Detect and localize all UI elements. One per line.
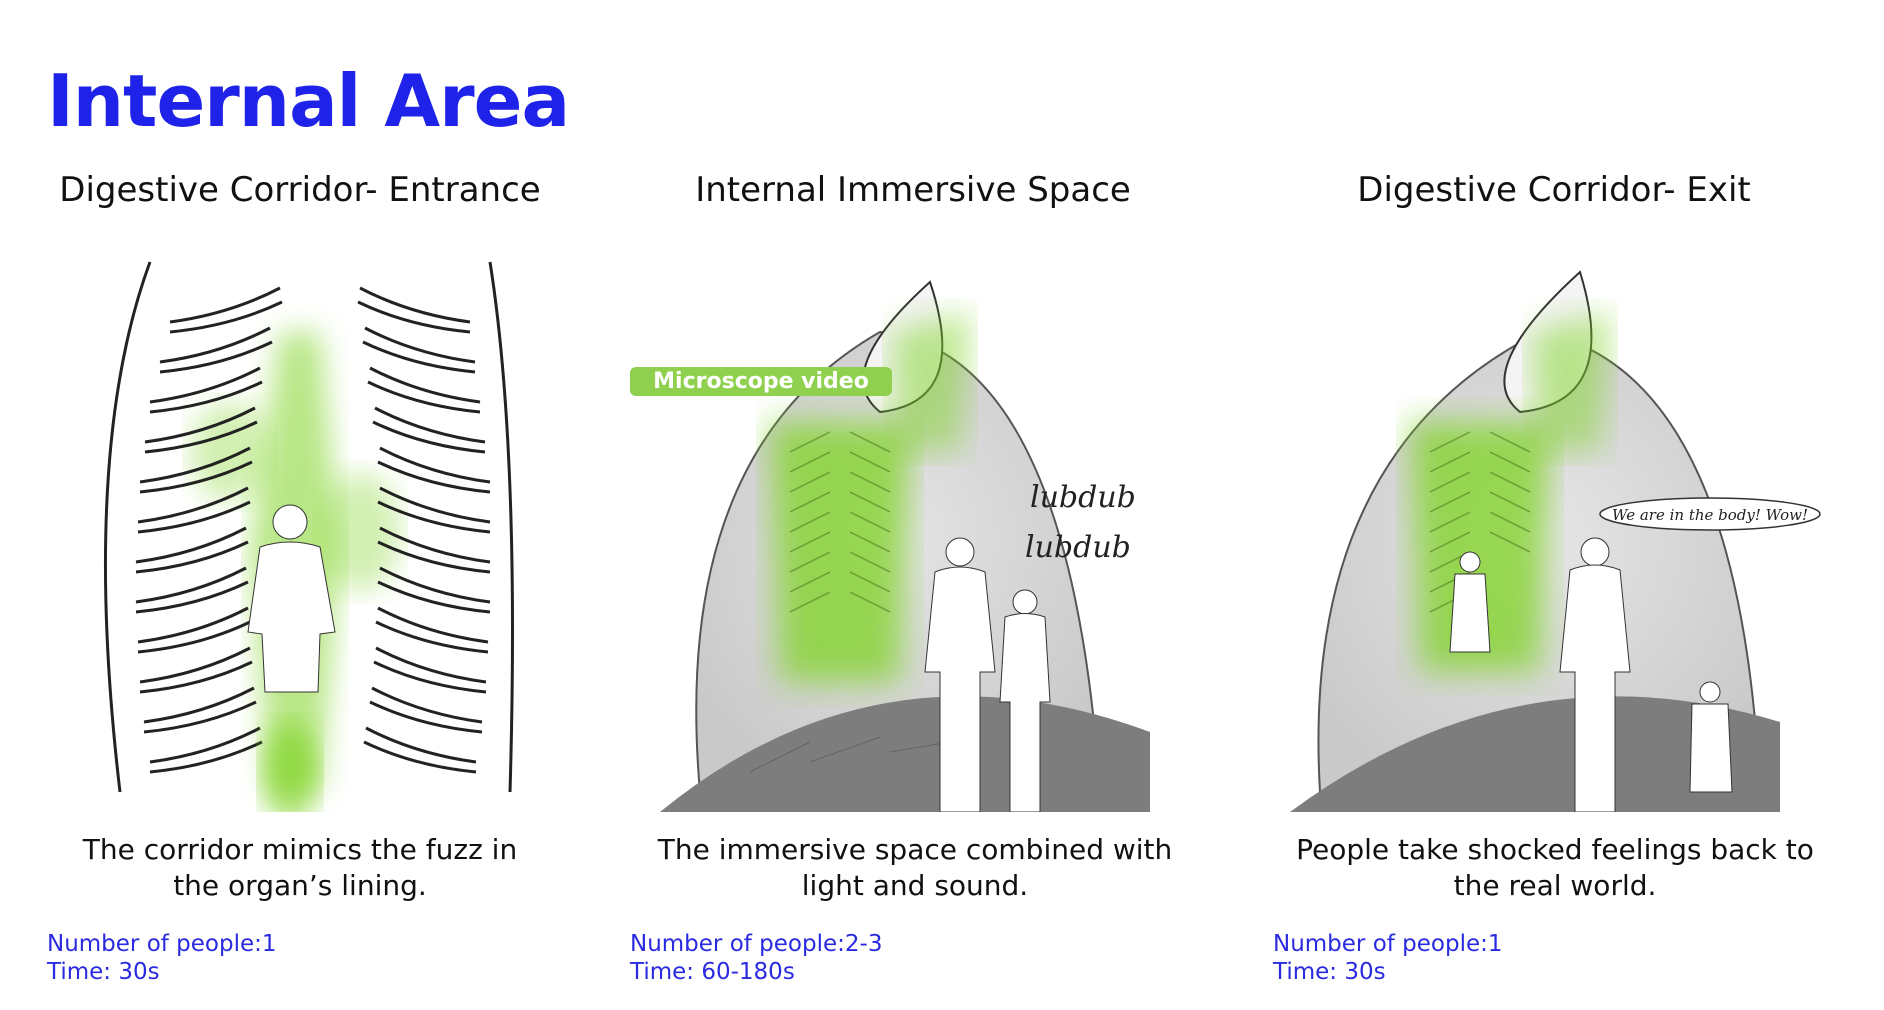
exit-sketch: We are in the body! Wow! — [1290, 270, 1821, 812]
caption-immersive: The immersive space combined with light … — [657, 833, 1173, 902]
heading-immersive: Internal Immersive Space — [695, 170, 1131, 210]
duration: Time: 30s — [47, 959, 160, 985]
immersive-sketch: lubdub lubdub — [660, 280, 1150, 812]
person-silhouette — [247, 504, 336, 693]
meta-exit: Number of people:1 Time: 30s — [1273, 930, 1503, 986]
microscope-video-badge: Microscope video — [630, 367, 892, 396]
page-title: Internal Area — [47, 59, 570, 143]
people-count: Number of people:1 — [1273, 931, 1503, 957]
duration: Time: 30s — [1273, 959, 1386, 985]
sound-label-2: lubdub — [1025, 530, 1131, 565]
corridor-exit-illustration: We are in the body! Wow! — [1280, 252, 1860, 812]
visitor-silhouettes — [924, 537, 1051, 812]
heading-exit: Digestive Corridor- Exit — [1357, 170, 1751, 210]
people-count: Number of people:2-3 — [630, 931, 883, 957]
exit-silhouettes — [1449, 537, 1733, 812]
corridor-entrance-illustration — [20, 252, 600, 812]
entrance-sketch — [103, 261, 514, 812]
duration: Time: 60-180s — [630, 959, 795, 985]
caption-entrance: The corridor mimics the fuzz in the orga… — [82, 833, 518, 902]
meta-immersive: Number of people:2-3 Time: 60-180s — [630, 930, 882, 986]
meta-entrance: Number of people:1 Time: 30s — [47, 930, 277, 986]
speech-bubble: We are in the body! Wow! — [1599, 497, 1821, 531]
immersive-space-illustration: lubdub lubdub — [630, 252, 1210, 812]
caption-exit: People take shocked feelings back to the… — [1296, 833, 1814, 902]
people-count: Number of people:1 — [47, 931, 277, 957]
speech-text: We are in the body! Wow! — [1612, 506, 1808, 524]
heading-entrance: Digestive Corridor- Entrance — [59, 170, 541, 210]
sound-label-1: lubdub — [1030, 480, 1136, 515]
